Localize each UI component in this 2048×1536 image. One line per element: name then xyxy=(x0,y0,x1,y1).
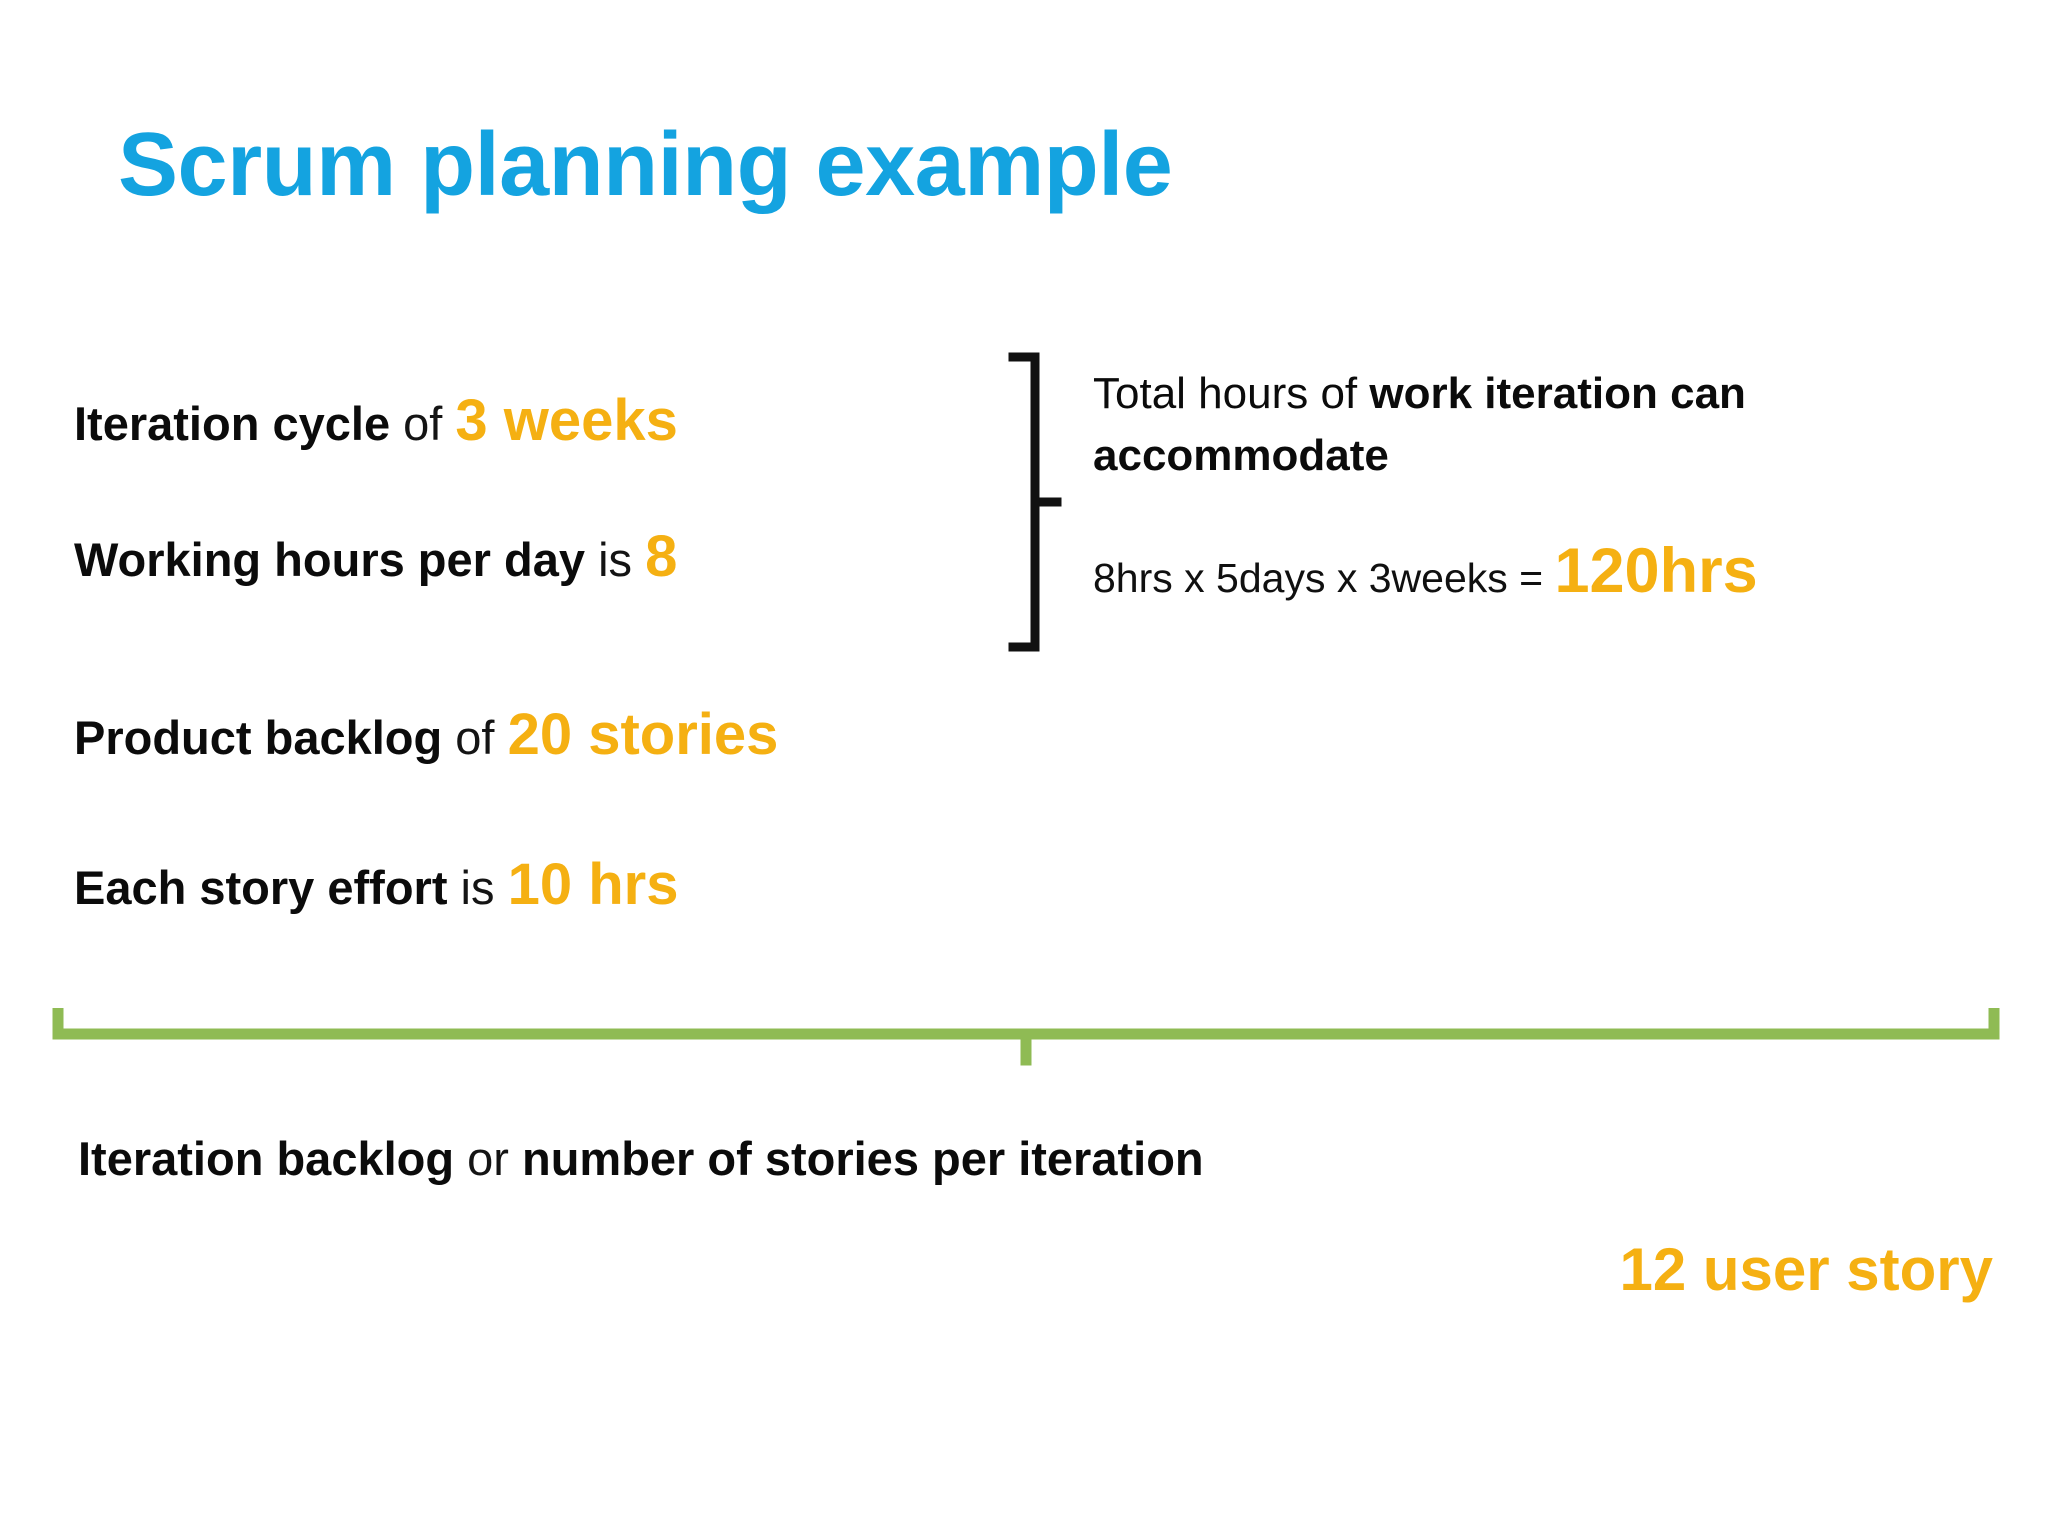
green-bracket-icon xyxy=(52,1007,2000,1068)
conclusion-tail: number of stories per iteration xyxy=(522,1132,1204,1185)
calculation-total: 120hrs xyxy=(1554,536,1758,606)
page-title: Scrum planning example xyxy=(118,115,1173,215)
statement-connector: of xyxy=(455,711,495,764)
statement-product-backlog: Product backlog of 20 stories xyxy=(74,706,778,764)
statement-connector: is xyxy=(460,861,495,914)
callout-heading-regular: Total hours of xyxy=(1093,369,1370,418)
curly-bracket-icon xyxy=(1005,352,1069,652)
result-value: 12 user story xyxy=(1619,1236,1993,1303)
calculation-expression: 8hrs x 5days x 3weeks = xyxy=(1093,555,1555,601)
statement-label: Each story effort xyxy=(74,861,448,914)
statement-working-hours: Working hours per day is 8 xyxy=(74,528,677,586)
conclusion-line: Iteration backlog or number of stories p… xyxy=(78,1135,1204,1182)
statement-iteration-cycle: Iteration cycle of 3 weeks xyxy=(74,392,678,450)
statement-story-effort: Each story effort is 10 hrs xyxy=(74,856,678,914)
statement-value: 10 hrs xyxy=(507,852,679,917)
statement-label: Working hours per day xyxy=(74,533,585,586)
statement-value: 3 weeks xyxy=(455,388,678,453)
callout-heading-bold: work iteration can accommodate xyxy=(1093,369,1746,481)
callout-calculation: 8hrs x 5days x 3weeks = 120hrs xyxy=(1093,540,1758,603)
statement-value: 20 stories xyxy=(507,702,779,767)
statement-label: Iteration cycle xyxy=(74,397,391,450)
statement-label: Product backlog xyxy=(74,711,443,764)
conclusion-connector: or xyxy=(454,1132,522,1185)
callout-heading: Total hours of work iteration can accomm… xyxy=(1093,363,1983,488)
statement-connector: is xyxy=(598,533,633,586)
statement-value: 8 xyxy=(645,524,678,589)
conclusion-label: Iteration backlog xyxy=(78,1132,455,1185)
statement-connector: of xyxy=(403,397,443,450)
